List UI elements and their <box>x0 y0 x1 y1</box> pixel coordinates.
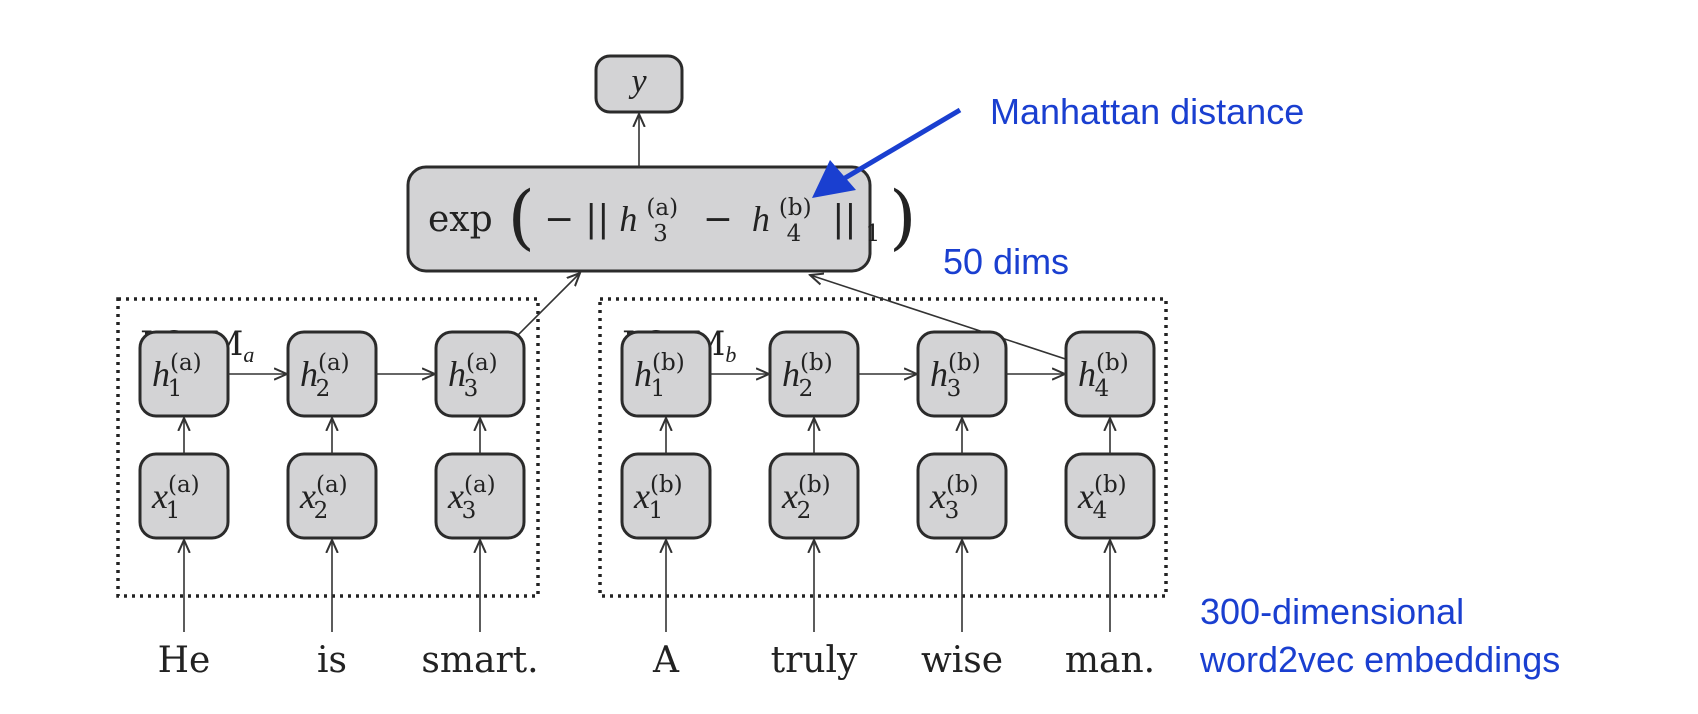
word-a-3: smart. <box>421 640 538 681</box>
word-b-2: truly <box>771 640 858 681</box>
input-label-a-3: x(a)3 <box>447 472 496 524</box>
input-label-a-1: x(a)1 <box>151 472 200 524</box>
lstm-nodes: h(a)1 x(a)1He h(a)2 x(a)2 is h(a)3 x(a)3 smart.… <box>138 330 1156 681</box>
hidden-label-a-3: h(a)3 <box>448 350 498 402</box>
word-b-4: man. <box>1065 640 1155 681</box>
manhattan-arrow-head <box>812 160 856 198</box>
word-a-1: He <box>158 640 211 681</box>
input-label-a-2: x(a)2 <box>299 472 348 524</box>
output-label: y <box>628 63 647 100</box>
word-b-1: A <box>652 640 680 681</box>
input-label-b-2: x(b)2 <box>781 472 831 524</box>
dims-label: 50 dims <box>943 241 1069 282</box>
output-node <box>594 54 684 114</box>
word-a-2: is <box>317 640 347 681</box>
lstm-a-frame <box>116 297 540 598</box>
input-label-b-3: x(b)3 <box>929 472 979 524</box>
hidden-label-a-2: h(a)2 <box>300 350 350 402</box>
hidden-label-a-1: h(a)1 <box>152 350 202 402</box>
manhattan-label: Manhattan distance <box>990 91 1304 132</box>
hidden-label-b-4: h(b)4 <box>1078 350 1129 402</box>
input-label-b-4: x(b)4 <box>1077 472 1127 524</box>
arrow-h4b-to-distance <box>810 275 1109 374</box>
hidden-label-b-2: h(b)2 <box>782 350 833 402</box>
hidden-label-b-3: h(b)3 <box>930 350 981 402</box>
embeddings-label-2: word2vec embeddings <box>1199 639 1560 680</box>
word-b-3: wise <box>921 640 1003 681</box>
embeddings-label-1: 300-dimensional <box>1200 591 1464 632</box>
distance-formula: exp ( − || h (a) 3 − h (b) 4 || 1 ) <box>428 176 916 258</box>
manhattan-arrow-shaft <box>843 107 962 181</box>
hidden-label-b-1: h(b)1 <box>634 350 685 402</box>
input-label-b-1: x(b)1 <box>633 472 683 524</box>
